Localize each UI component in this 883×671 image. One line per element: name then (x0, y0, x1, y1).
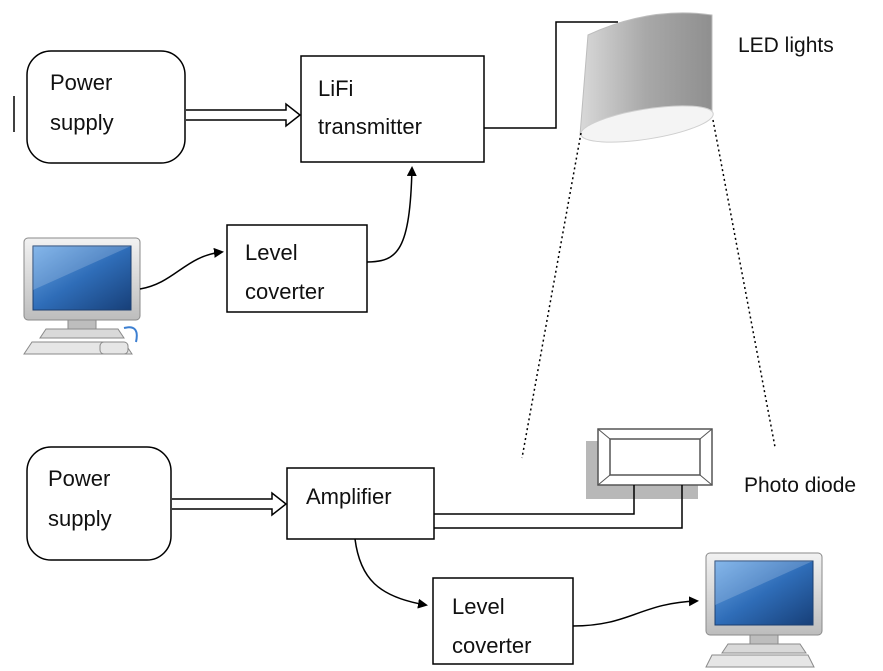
light-beam-right (712, 119, 776, 448)
level-converter-block-top: Level coverter (226, 224, 368, 313)
level-converter-block-bottom: Level coverter (432, 577, 574, 665)
lifi-transmitter-label-line1: LiFi (318, 76, 353, 101)
computer-icon (705, 552, 823, 668)
photodiode-wire-2 (434, 485, 683, 529)
level-converter-label-line2: coverter (245, 279, 324, 304)
computer-to-level-arrow-top (139, 247, 224, 290)
power-arrow-bottom (172, 491, 288, 517)
lifi-transmitter-label-line2: transmitter (318, 114, 422, 139)
computer-icon (23, 237, 141, 355)
photodiode-wire-1 (434, 485, 635, 515)
power-supply-label-line2: supply (50, 110, 114, 135)
led-lights-label: LED lights (738, 34, 834, 57)
photo-diode-label: Photo diode (744, 474, 856, 497)
amplifier-to-level-arrow (354, 538, 428, 609)
led-lamp-icon (579, 12, 714, 143)
photodiode-icon (586, 428, 713, 499)
amplifier-block: Amplifier (286, 467, 435, 540)
power-supply-block-top: Power supply (26, 50, 186, 164)
level-to-computer-arrow-bottom (572, 596, 699, 627)
level-converter-bottom-label-line1: Level (452, 594, 505, 619)
power-supply-bottom-label-line1: Power (48, 466, 110, 491)
power-arrow-top (186, 102, 302, 128)
power-supply-block-bottom: Power supply (26, 446, 172, 561)
amplifier-label: Amplifier (306, 484, 392, 509)
level-converter-label-line1: Level (245, 240, 298, 265)
lifi-transmitter-block: LiFi transmitter (300, 55, 485, 163)
level-converter-bottom-label-line2: coverter (452, 633, 531, 658)
light-beam-left (521, 132, 582, 459)
power-supply-label-line1: Power (50, 70, 112, 95)
led-wire (484, 21, 618, 129)
level-to-transmitter-arrow (366, 166, 417, 263)
power-supply-bottom-label-line2: supply (48, 506, 112, 531)
